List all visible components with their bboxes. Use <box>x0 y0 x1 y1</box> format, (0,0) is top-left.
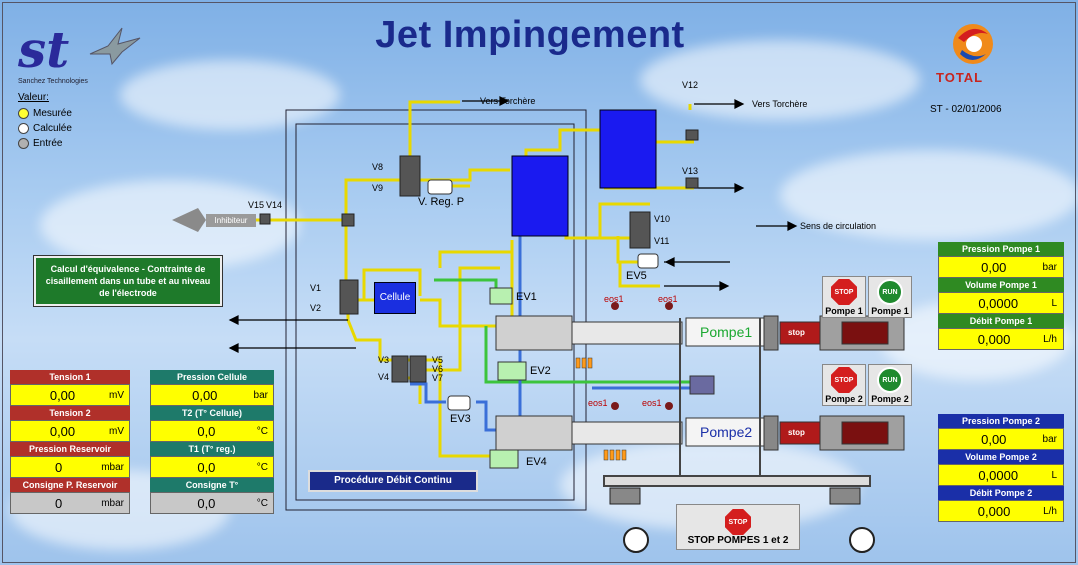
procedure-debit-continu-button[interactable]: Procédure Débit Continu <box>308 470 478 492</box>
legend-item: Entrée <box>18 136 72 151</box>
t1-reg-box: T1 (T° reg.) 0,0°C <box>150 442 274 478</box>
t2-cellule-value: 0,0°C <box>150 420 274 442</box>
run-pompe2-button[interactable]: RUN Pompe 2 <box>868 364 912 406</box>
st-logo: st Sanchez Technologies <box>18 20 141 90</box>
ev5-label: EV5 <box>626 270 647 282</box>
run-pompe1-button[interactable]: RUN Pompe 1 <box>868 276 912 318</box>
legend-item: Mesurée <box>18 106 72 121</box>
consigne-temp-box: Consigne T° 0,0°C <box>150 478 274 514</box>
stop-sign-icon: STOP <box>831 279 857 305</box>
valve-v10-label: V10 <box>654 214 671 224</box>
calcul-equivalence-button[interactable]: Calcul d'équivalence - Contrainte de cis… <box>33 255 223 307</box>
pompe2-label: Pompe2 <box>700 424 753 440</box>
st-logo-subtitle: Sanchez Technologies <box>18 78 88 85</box>
stop-all-pumps-button[interactable]: STOP STOP POMPES 1 et 2 <box>676 504 800 550</box>
stop-pompe1-button[interactable]: STOP Pompe 1 <box>822 276 866 318</box>
eos-label: eos1 <box>604 294 624 304</box>
inhibiteur-label: Inhibiteur <box>206 214 256 227</box>
run-icon: RUN <box>877 279 903 305</box>
valve-v2-label: V2 <box>310 303 322 313</box>
page-title: Jet Impingement <box>375 14 685 56</box>
total-logo: TOTAL <box>928 18 1018 88</box>
sens-circulation-label: Sens de circulation <box>800 221 877 231</box>
vers-torchere-label: Vers Torchère <box>752 99 808 109</box>
v-reg-p-label: V. Reg. P <box>418 196 465 208</box>
eos-label: eos1 <box>642 398 662 408</box>
white-dot-icon <box>18 123 29 134</box>
ev2-label: EV2 <box>530 365 551 377</box>
valve-v9-label: V9 <box>372 183 384 193</box>
valve-v4-label: V4 <box>378 372 390 382</box>
vers-torchere-label: Vers Torchère <box>480 96 536 106</box>
stop-pompe2-button[interactable]: STOP Pompe 2 <box>822 364 866 406</box>
date-label: ST - 02/01/2006 <box>930 104 1002 115</box>
pompe2-stop-tag: stop <box>788 428 805 437</box>
st-logo-text: st <box>18 20 70 79</box>
valve-v1-label: V1 <box>310 283 322 293</box>
ev4-label: EV4 <box>526 456 547 468</box>
valve-v5-label: V5 <box>432 355 444 365</box>
valve-v3-label: V3 <box>378 355 390 365</box>
consigne-temp-input[interactable]: 0,0°C <box>150 492 274 514</box>
total-emblem-icon <box>953 24 993 64</box>
valve-v8-label: V8 <box>372 162 384 172</box>
valve-v11-label: V11 <box>654 236 670 246</box>
eos-label: eos1 <box>658 294 678 304</box>
pompe1-label: Pompe1 <box>700 324 753 340</box>
total-logo-text: TOTAL <box>936 70 984 85</box>
pompe1-stop-tag: stop <box>788 328 805 337</box>
eos-label: eos1 <box>588 398 608 408</box>
valve-v14-label: V14 <box>266 200 283 210</box>
ev1-label: EV1 <box>516 291 537 303</box>
valve-v12-label: V12 <box>682 80 699 90</box>
valve-v6-label: V6 <box>432 364 444 374</box>
stop-sign-icon: STOP <box>725 509 751 535</box>
yellow-dot-icon <box>18 108 29 119</box>
t1-reg-value: 0,0°C <box>150 456 274 478</box>
bird-icon <box>89 27 141 66</box>
ev3-label: EV3 <box>450 413 471 425</box>
valve-v7-label: V7 <box>432 373 444 383</box>
gray-dot-icon <box>18 138 29 149</box>
stop-sign-icon: STOP <box>831 367 857 393</box>
run-icon: RUN <box>877 367 903 393</box>
valve-v15-label: V15 <box>248 200 265 210</box>
legend-item: Calculée <box>18 121 72 136</box>
legend-header: Valeur: <box>18 92 49 103</box>
valve-v13-label: V13 <box>682 166 699 176</box>
cellule-label: Cellule <box>374 282 416 314</box>
value-legend: Valeur: Mesurée Calculée Entrée <box>18 92 72 151</box>
t2-cellule-box: T2 (T° Cellule) 0,0°C <box>150 406 274 442</box>
